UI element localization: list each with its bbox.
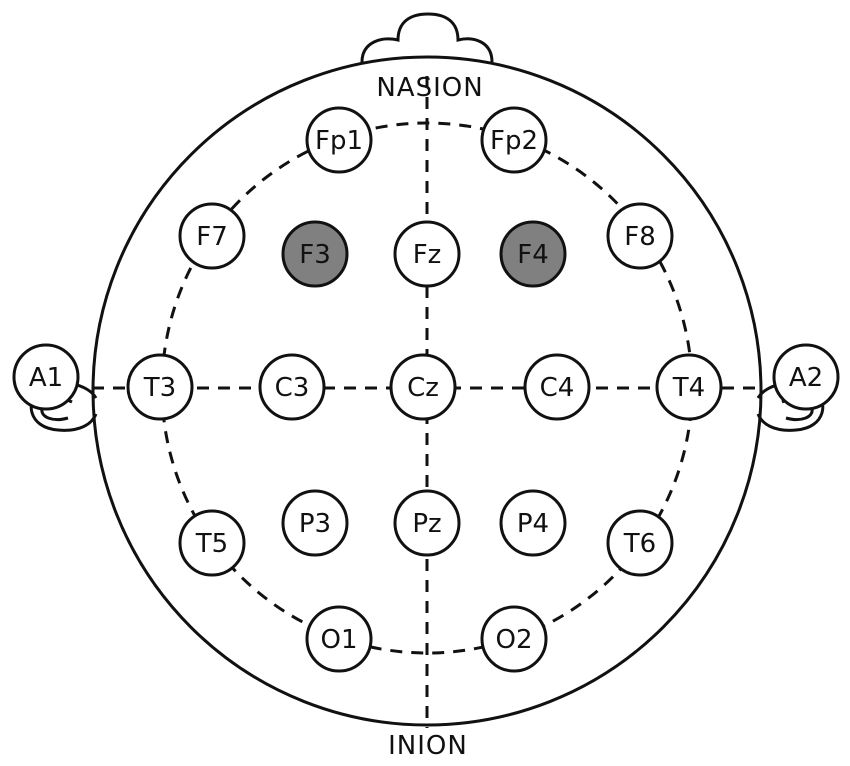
electrode-f7: F7: [178, 202, 246, 270]
electrode-a2-circle: [772, 343, 840, 411]
electrode-c4-label: C4: [540, 373, 575, 403]
electrode-cz-label: Cz: [407, 373, 439, 403]
electrode-p4: P4: [499, 489, 567, 557]
electrode-o1-label: O1: [320, 625, 357, 655]
electrode-f3-circle: [281, 220, 349, 288]
electrode-o1: O1: [305, 605, 373, 673]
electrode-t3: T3: [126, 353, 194, 421]
electrode-pz-label: Pz: [412, 509, 441, 539]
electrode-c4-circle: [523, 353, 591, 421]
electrode-p3-label: P3: [299, 509, 331, 539]
electrode-t4-label: T4: [672, 373, 705, 403]
electrode-t5-label: T5: [195, 529, 228, 559]
electrode-f4-circle: [499, 220, 567, 288]
electrode-t5-circle: [178, 509, 246, 577]
electrode-p3: P3: [281, 489, 349, 557]
electrode-p4-circle: [499, 489, 567, 557]
electrode-cz: Cz: [389, 353, 457, 421]
electrode-o2-label: O2: [495, 625, 532, 655]
electrode-o1-circle: [305, 605, 373, 673]
electrode-f7-circle: [178, 202, 246, 270]
electrode-t6-circle: [606, 509, 674, 577]
electrode-t3-label: T3: [143, 373, 176, 403]
electrode-fp1-circle: [305, 106, 373, 174]
electrode-f8-label: F8: [624, 222, 656, 252]
electrode-a1-circle: [12, 343, 80, 411]
electrode-o2: O2: [480, 605, 548, 673]
electrode-a1: A1: [12, 343, 80, 411]
electrode-fz: Fz: [393, 220, 461, 288]
electrode-p4-label: P4: [517, 509, 549, 539]
head-outline: [91, 55, 763, 727]
electrode-c3-label: C3: [275, 373, 310, 403]
electrode-fp2: Fp2: [480, 106, 548, 174]
electrode-c3: C3: [258, 353, 326, 421]
electrode-fp2-label: Fp2: [490, 126, 538, 156]
nasion-label: NASION: [376, 73, 483, 103]
electrode-t5: T5: [178, 509, 246, 577]
electrode-f8: F8: [606, 202, 674, 270]
electrode-a2: A2: [772, 343, 840, 411]
nose-outline: [360, 12, 494, 63]
electrode-f8-circle: [606, 202, 674, 270]
electrode-f3-label: F3: [299, 240, 331, 270]
electrode-fp1: Fp1: [305, 106, 373, 174]
inion-label: INION: [388, 731, 468, 761]
electrode-fp1-label: Fp1: [315, 126, 363, 156]
electrode-pz: Pz: [393, 489, 461, 557]
electrode-a2-label: A2: [789, 363, 823, 393]
electrode-c4: C4: [523, 353, 591, 421]
electrode-f4-label: F4: [517, 240, 549, 270]
electrode-o2-circle: [480, 605, 548, 673]
electrode-a1-label: A1: [29, 363, 63, 393]
electrode-p3-circle: [281, 489, 349, 557]
electrode-f4: F4: [499, 220, 567, 288]
electrode-fz-circle: [393, 220, 461, 288]
electrode-c3-circle: [258, 353, 326, 421]
electrode-t3-circle: [126, 353, 194, 421]
electrode-fz-label: Fz: [413, 240, 442, 270]
electrode-t6: T6: [606, 509, 674, 577]
electrode-cz-circle: [389, 353, 457, 421]
electrode-f7-label: F7: [196, 222, 228, 252]
electrode-t6-label: T6: [623, 529, 656, 559]
electrode-t4: T4: [655, 353, 723, 421]
electrode-t4-circle: [655, 353, 723, 421]
electrode-pz-circle: [393, 489, 461, 557]
electrode-f3: F3: [281, 220, 349, 288]
electrode-fp2-circle: [480, 106, 548, 174]
